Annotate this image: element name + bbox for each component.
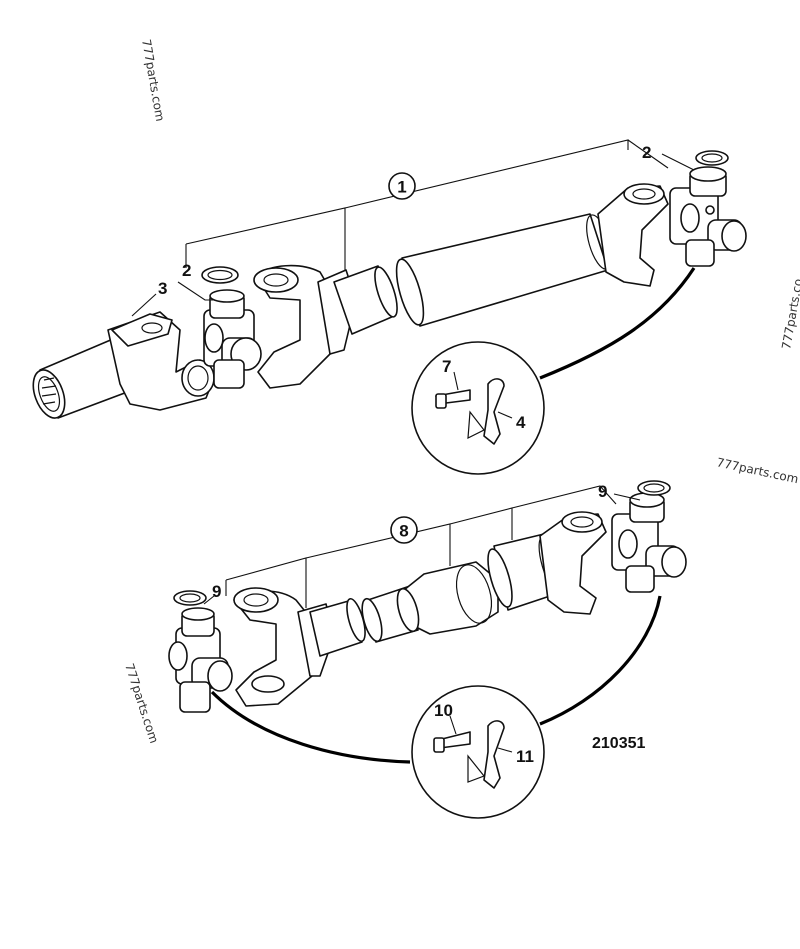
- detail-leader-lower-a: [210, 690, 411, 764]
- leader-2a: [177, 281, 214, 301]
- circlip-lower-right: [637, 480, 671, 496]
- callout-2-upper-left: 2: [182, 261, 191, 280]
- leader-9b: [613, 493, 641, 501]
- leader-4: [497, 411, 513, 419]
- watermark-top-left: 777parts.com: [139, 38, 167, 122]
- tube-section-upper-left: [333, 265, 398, 335]
- tube-yoke-right-lower: [539, 511, 607, 615]
- circlip-upper-left: [201, 266, 239, 284]
- tube-section-upper-right: [395, 213, 612, 327]
- detail-circle-upper: [411, 341, 545, 475]
- tube-section-lower-1: [309, 597, 366, 657]
- detail-circle-lower: [411, 685, 545, 819]
- tube-yoke-right-upper: [597, 183, 669, 287]
- callout-7: 7: [442, 357, 451, 376]
- leader-7: [453, 371, 459, 391]
- universal-joint-left-upper: [203, 289, 262, 389]
- detail-leader-upper: [539, 267, 696, 380]
- slip-yoke: [107, 311, 215, 411]
- universal-joint-left-lower: [168, 607, 233, 713]
- circlip-lower-left: [173, 590, 207, 606]
- callout-3: 3: [158, 279, 167, 298]
- leader-3: [131, 293, 157, 317]
- bracket-leader-1: [185, 139, 669, 270]
- leader-2b: [661, 153, 695, 171]
- figure-number: 210351: [592, 735, 645, 752]
- lower-shaft-assembly: [168, 480, 687, 819]
- upper-shaft-assembly: [32, 139, 747, 475]
- tube-section-lower-2: [361, 561, 499, 643]
- universal-joint-right-upper: [669, 166, 747, 267]
- callout-9-right: 9: [598, 482, 607, 501]
- callout-1-label: 1: [397, 178, 406, 197]
- callout-8-label: 8: [399, 522, 408, 541]
- leader-11: [497, 747, 513, 753]
- callout-4: 4: [516, 413, 526, 432]
- callout-1: 1: [388, 172, 416, 200]
- leader-10: [449, 715, 457, 735]
- bracket-leader-8: [225, 485, 617, 608]
- callout-8: 8: [390, 516, 418, 544]
- circlip-upper-right: [695, 150, 729, 166]
- callout-11: 11: [516, 747, 534, 766]
- leader-9a: [203, 595, 215, 605]
- callout-2-upper-right: 2: [642, 143, 651, 162]
- watermark-bottom-left: 777parts.com: [122, 662, 161, 745]
- callout-9-left: 9: [212, 582, 221, 601]
- detail-leader-lower-b: [539, 595, 662, 726]
- watermark-right: 777parts.co: [779, 278, 800, 351]
- watermark-mid-right: 777parts.com: [715, 455, 799, 486]
- universal-joint-right-lower: [611, 492, 687, 593]
- callout-10: 10: [434, 701, 453, 720]
